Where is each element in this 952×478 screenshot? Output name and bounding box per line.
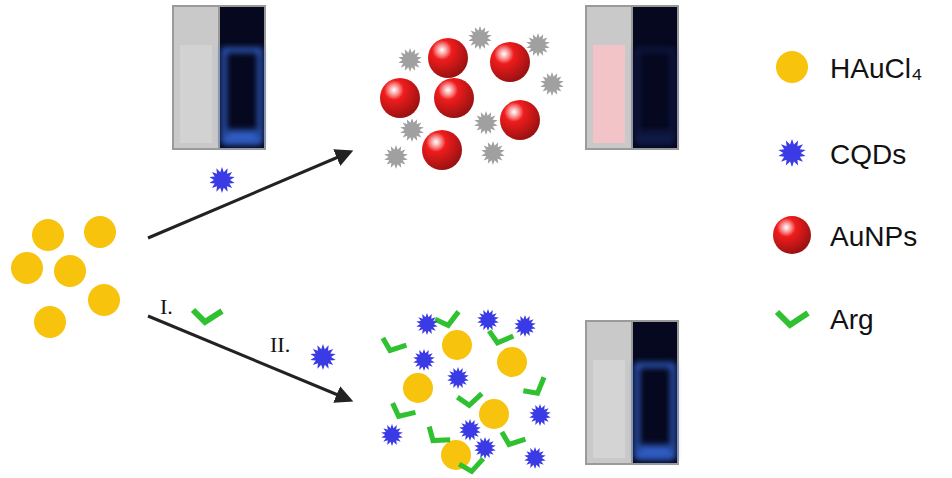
arginine-symbol: [424, 427, 450, 448]
legend-label: AuNPs: [830, 223, 917, 251]
gold-salt-dot: [32, 219, 64, 251]
arginine-symbol: [499, 432, 525, 448]
carbon-dot-symbol: [209, 167, 234, 193]
carbon-dot-symbol: [514, 315, 535, 337]
legend-swatch: [770, 131, 814, 175]
reaction-arrow: [148, 152, 350, 238]
gold-nanoparticle: [434, 78, 474, 118]
quenched-carbon-dot: [384, 145, 407, 169]
gold-nanoparticle: [422, 130, 462, 170]
reagents: [193, 167, 336, 370]
arginine-symbol: [487, 331, 513, 345]
gold-salt-dot: [34, 306, 66, 338]
arginine-symbol: [459, 458, 485, 474]
gold-salt-cluster: [11, 216, 120, 338]
carbon-dot-symbol: [474, 437, 495, 459]
nanoparticle-cluster: [380, 26, 564, 170]
legend-label: CQDs: [830, 141, 906, 169]
carbon-dot-symbol: [381, 424, 402, 446]
carbon-dot-symbol: [524, 447, 545, 469]
gold-salt-dot: [88, 284, 120, 316]
arginine-symbol: [380, 338, 406, 354]
carbon-dot-symbol: [459, 419, 480, 441]
protected-mixture: [380, 309, 551, 474]
gold-nanoparticle: [500, 100, 540, 140]
quenched-carbon-dot: [400, 118, 423, 142]
quenched-carbon-dot: [398, 48, 421, 72]
gold-nanoparticle: [380, 78, 420, 118]
gold-nanoparticle: [490, 42, 530, 82]
gold-salt-dot: [11, 252, 43, 284]
gold-salt-dot: [442, 330, 472, 360]
gold-nanoparticle: [428, 38, 468, 78]
gold-salt-dot: [54, 255, 86, 287]
carbon-dot-symbol: [447, 367, 468, 389]
gold-salt-dot: [497, 347, 527, 377]
legend-swatch: [770, 296, 814, 340]
quenched-carbon-dot: [540, 72, 563, 96]
quenched-carbon-dot: [474, 111, 497, 135]
carbon-dot-symbol: [310, 344, 335, 370]
arginine-symbol: [457, 393, 483, 407]
quenched-carbon-dot: [468, 26, 491, 50]
carbon-dot-symbol: [413, 349, 434, 371]
gold-salt-dot: [479, 399, 509, 429]
carbon-dot-symbol: [416, 313, 437, 335]
legend-label: HAuCl₄: [830, 55, 922, 83]
cuvette-photo: [172, 5, 266, 150]
arginine-symbol: [389, 403, 416, 421]
step-label: I.: [160, 296, 173, 318]
legend-swatch: [770, 45, 814, 89]
carbon-dot-symbol: [477, 309, 498, 331]
cuvette-photo: [585, 320, 679, 465]
arginine-symbol: [523, 377, 549, 399]
gold-salt-dot: [403, 373, 433, 403]
reaction-arrow: [148, 316, 350, 400]
carbon-dot-symbol: [529, 404, 550, 426]
step-label: II.: [270, 334, 290, 356]
arginine-symbol: [193, 310, 222, 322]
quenched-carbon-dot: [481, 141, 504, 165]
quenched-carbon-dot: [526, 33, 549, 57]
legend-label: Arg: [830, 306, 874, 334]
arginine-symbol: [435, 311, 462, 329]
legend-swatch: [770, 213, 814, 257]
cuvette-photo: [585, 5, 679, 150]
gold-salt-dot: [84, 216, 116, 248]
